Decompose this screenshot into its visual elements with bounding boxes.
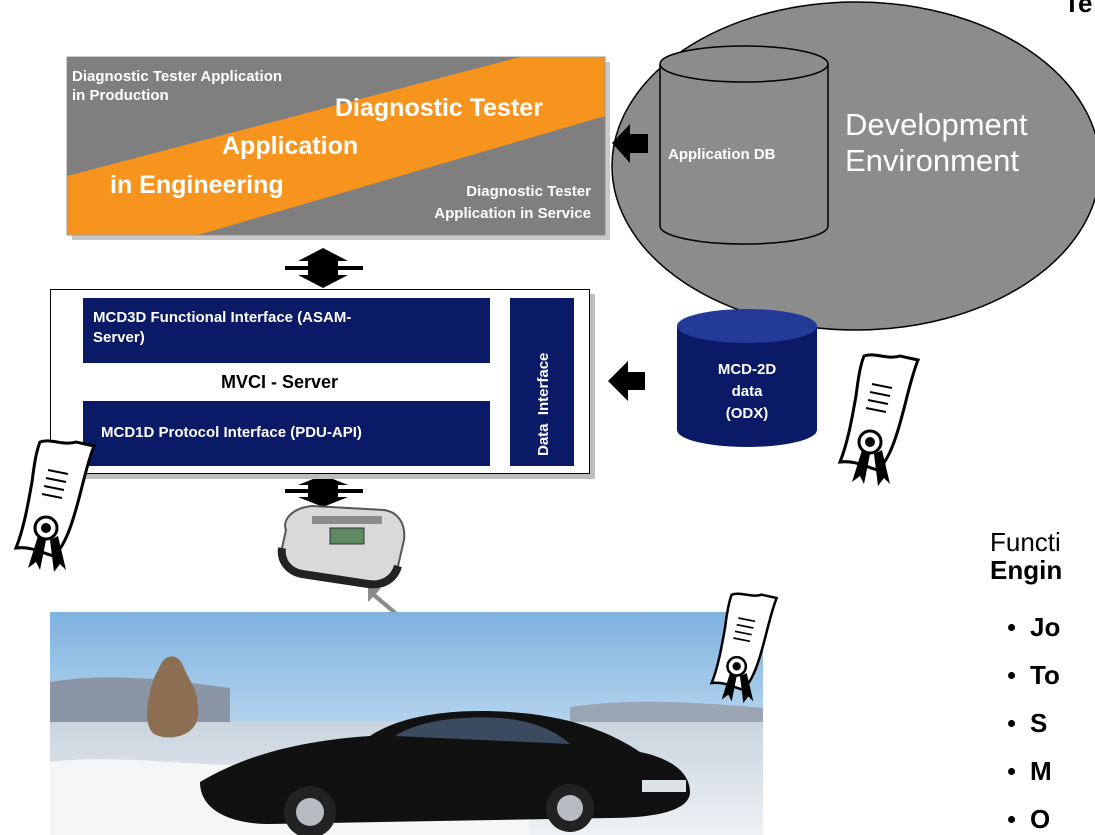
data-interface-block: Data Interface <box>510 298 574 466</box>
list-item: To <box>1008 660 1060 691</box>
engineering-app-title-line2: Application <box>222 132 359 160</box>
certificate-icon <box>13 439 97 572</box>
odx-data-label: MCD-2D data (ODX) <box>717 361 777 422</box>
svg-text:Data Interface: Data Interface <box>535 353 552 456</box>
certificate-icon <box>709 592 779 703</box>
mvci-server-box: MCD3D Functional Interface (ASAM- Server… <box>50 289 590 474</box>
list-item: S <box>1008 708 1047 739</box>
list-item: M <box>1008 756 1052 787</box>
production-app-label: Diagnostic Tester Application in Product… <box>72 68 283 104</box>
list-item: Jo <box>1008 612 1060 643</box>
vehicle-photo <box>50 612 763 835</box>
application-db-label: Application DB <box>668 146 776 163</box>
mvci-server-title: MVCI - Server <box>221 372 339 392</box>
functional-interface-block: MCD3D Functional Interface (ASAM- Server… <box>83 298 490 363</box>
service-app-label: Diagnostic Tester Application in Service <box>434 183 591 222</box>
data-interface-label-vertical: Data Interface <box>535 353 552 456</box>
vci-device-icon <box>277 504 406 589</box>
corner-title-fragment: Te <box>1064 0 1093 18</box>
functional-heading: Functi Engin <box>990 527 1063 585</box>
protocol-interface-block: MCD1D Protocol Interface (PDU-API) <box>83 401 490 466</box>
list-item: O <box>1008 804 1050 835</box>
development-environment-label: Development Environment <box>845 107 1028 178</box>
double-arrow-icon <box>285 248 363 288</box>
engineering-app-title-line3: in Engineering <box>110 171 284 199</box>
engineering-app-title-line1: Diagnostic Tester <box>335 94 543 122</box>
certificate-icon <box>837 353 921 486</box>
